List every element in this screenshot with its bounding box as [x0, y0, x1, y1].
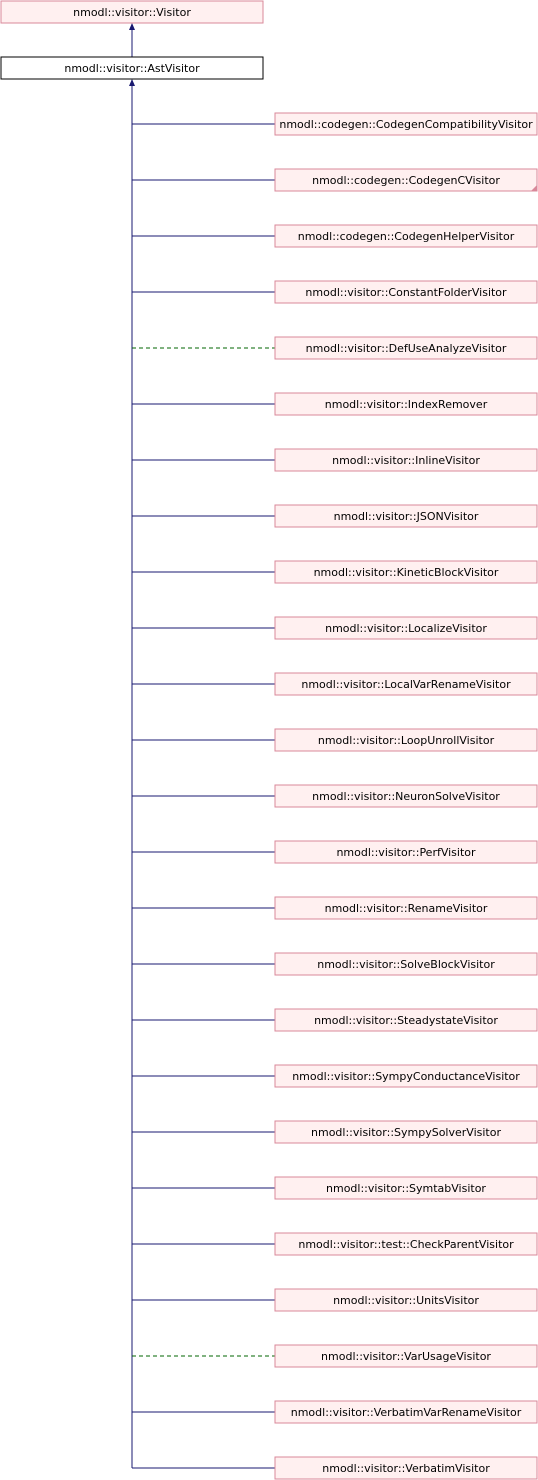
derived-class-node[interactable]: nmodl::codegen::CodegenCVisitor	[274, 168, 538, 192]
derived-class-label: nmodl::visitor::UnitsVisitor	[333, 1294, 479, 1307]
derived-class-node[interactable]: nmodl::visitor::SteadystateVisitor	[274, 1008, 538, 1032]
derived-class-node[interactable]: nmodl::visitor::JSONVisitor	[274, 504, 538, 528]
derived-class-label: nmodl::visitor::DefUseAnalyzeVisitor	[306, 342, 507, 355]
derived-class-node[interactable]: nmodl::visitor::UnitsVisitor	[274, 1288, 538, 1312]
derived-class-label: nmodl::visitor::VarUsageVisitor	[321, 1350, 491, 1363]
derived-class-node[interactable]: nmodl::visitor::LocalizeVisitor	[274, 616, 538, 640]
derived-class-label: nmodl::visitor::VerbatimVisitor	[322, 1462, 490, 1475]
derived-class-node[interactable]: nmodl::visitor::LoopUnrollVisitor	[274, 728, 538, 752]
derived-class-node[interactable]: nmodl::visitor::SolveBlockVisitor	[274, 952, 538, 976]
derived-class-label: nmodl::visitor::SymtabVisitor	[326, 1182, 486, 1195]
arrowhead-visitor	[129, 23, 135, 30]
arrowhead-astvisitor	[129, 79, 135, 86]
current-class-label: nmodl::visitor::AstVisitor	[64, 62, 200, 75]
derived-class-node[interactable]: nmodl::visitor::test::CheckParentVisitor	[274, 1232, 538, 1256]
derived-class-label: nmodl::visitor::RenameVisitor	[325, 902, 488, 915]
derived-class-node[interactable]: nmodl::visitor::LocalVarRenameVisitor	[274, 672, 538, 696]
derived-class-label: nmodl::visitor::SteadystateVisitor	[314, 1014, 498, 1027]
derived-class-label: nmodl::visitor::LocalizeVisitor	[325, 622, 487, 635]
derived-class-label: nmodl::codegen::CodegenHelperVisitor	[298, 230, 515, 243]
derived-class-label: nmodl::visitor::InlineVisitor	[332, 454, 480, 467]
derived-class-label: nmodl::visitor::JSONVisitor	[334, 510, 479, 523]
derived-class-label: nmodl::visitor::VerbatimVarRenameVisitor	[291, 1406, 522, 1419]
derived-class-label: nmodl::visitor::LocalVarRenameVisitor	[301, 678, 511, 691]
current-class-node-astvisitor: nmodl::visitor::AstVisitor	[0, 56, 264, 80]
derived-class-node[interactable]: nmodl::visitor::ConstantFolderVisitor	[274, 280, 538, 304]
derived-class-label: nmodl::codegen::CodegenCompatibilityVisi…	[279, 118, 533, 131]
derived-class-node[interactable]: nmodl::visitor::DefUseAnalyzeVisitor	[274, 336, 538, 360]
derived-class-node[interactable]: nmodl::visitor::RenameVisitor	[274, 896, 538, 920]
derived-class-node[interactable]: nmodl::visitor::NeuronSolveVisitor	[274, 784, 538, 808]
more-subclasses-marker	[531, 185, 537, 191]
derived-class-node[interactable]: nmodl::visitor::VerbatimVisitor	[274, 1456, 538, 1480]
derived-class-node[interactable]: nmodl::visitor::SympySolverVisitor	[274, 1120, 538, 1144]
derived-class-node[interactable]: nmodl::visitor::SymtabVisitor	[274, 1176, 538, 1200]
derived-class-label: nmodl::visitor::IndexRemover	[325, 398, 488, 411]
derived-class-label: nmodl::visitor::KineticBlockVisitor	[314, 566, 499, 579]
inheritance-edges	[129, 23, 275, 1469]
derived-class-label: nmodl::visitor::ConstantFolderVisitor	[305, 286, 507, 299]
derived-class-node[interactable]: nmodl::codegen::CodegenCompatibilityVisi…	[274, 112, 538, 136]
derived-class-label: nmodl::visitor::SympySolverVisitor	[311, 1126, 501, 1139]
derived-class-node[interactable]: nmodl::visitor::PerfVisitor	[274, 840, 538, 864]
base-class-label: nmodl::visitor::Visitor	[73, 6, 191, 19]
derived-class-label: nmodl::visitor::PerfVisitor	[336, 846, 476, 859]
derived-class-label: nmodl::visitor::NeuronSolveVisitor	[312, 790, 500, 803]
derived-class-node[interactable]: nmodl::visitor::IndexRemover	[274, 392, 538, 416]
derived-class-label: nmodl::visitor::SympyConductanceVisitor	[292, 1070, 520, 1083]
derived-class-label: nmodl::visitor::SolveBlockVisitor	[317, 958, 495, 971]
derived-class-label: nmodl::visitor::test::CheckParentVisitor	[298, 1238, 514, 1251]
derived-class-list: nmodl::codegen::CodegenCompatibilityVisi…	[274, 112, 538, 1480]
derived-class-label: nmodl::visitor::LoopUnrollVisitor	[318, 734, 495, 747]
derived-class-label: nmodl::codegen::CodegenCVisitor	[312, 174, 500, 187]
base-class-node-visitor[interactable]: nmodl::visitor::Visitor	[0, 0, 264, 24]
derived-class-node[interactable]: nmodl::visitor::InlineVisitor	[274, 448, 538, 472]
derived-class-node[interactable]: nmodl::visitor::KineticBlockVisitor	[274, 560, 538, 584]
derived-class-node[interactable]: nmodl::visitor::VerbatimVarRenameVisitor	[274, 1400, 538, 1424]
derived-class-node[interactable]: nmodl::visitor::VarUsageVisitor	[274, 1344, 538, 1368]
derived-class-node[interactable]: nmodl::visitor::SympyConductanceVisitor	[274, 1064, 538, 1088]
derived-class-node[interactable]: nmodl::codegen::CodegenHelperVisitor	[274, 224, 538, 248]
